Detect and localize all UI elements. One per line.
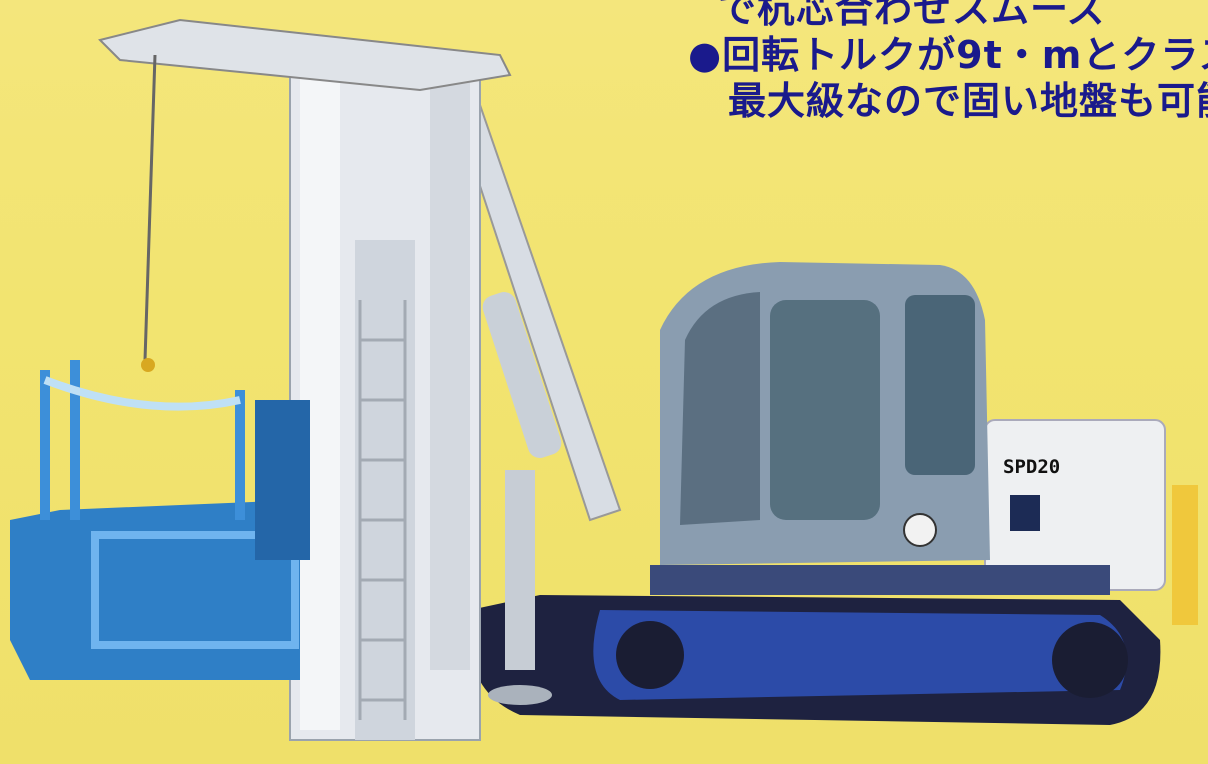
operator-cab: [650, 262, 1110, 595]
crawler-track: [468, 595, 1161, 725]
leader-mast: [289, 59, 481, 741]
outrigger-jack: [488, 470, 552, 705]
feature-line-1: で杭芯合わせスムーズ: [718, 0, 1107, 31]
model-label: SPD20: [1003, 456, 1061, 478]
feature-line-3: 最大級なので固い地盤も可能: [728, 79, 1208, 123]
feature-text-block: で杭芯合わせスムーズ ●回転トルクが9t・mとクラス 最大級なので固い地盤も可能: [688, 0, 1208, 124]
feature-line-2: ●回転トルクが9t・mとクラス: [688, 33, 1208, 77]
rotary-frame: [10, 360, 310, 680]
mast-top-head: [98, 18, 512, 372]
